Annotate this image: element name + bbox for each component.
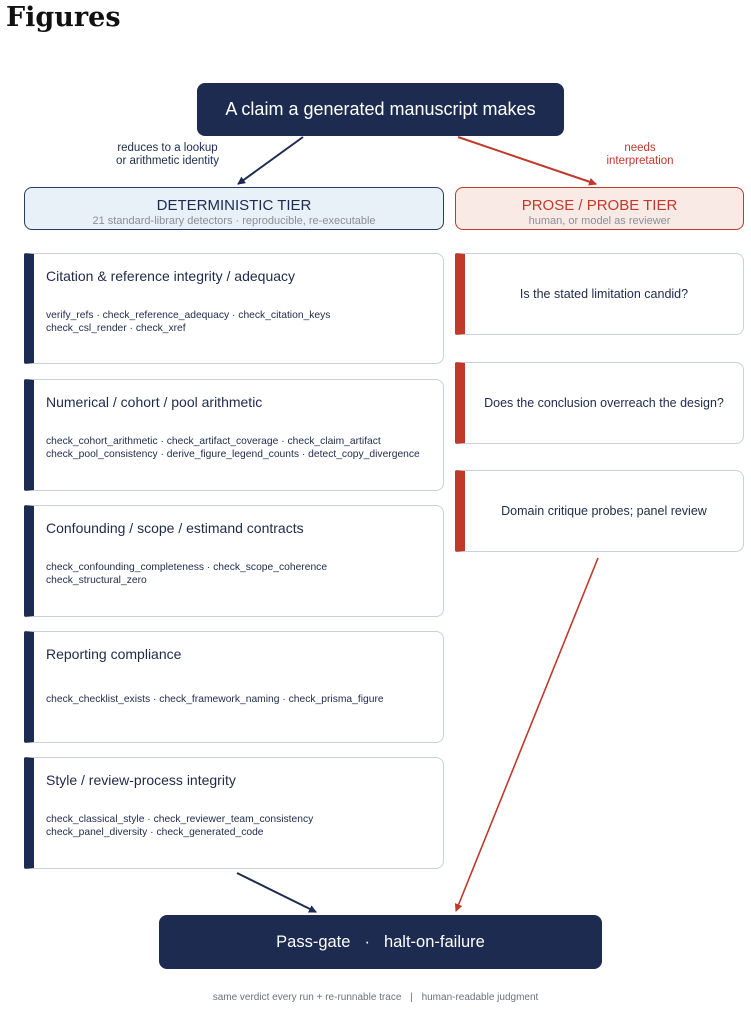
detector-group-style: Style / review-process integrity check_c… bbox=[24, 757, 444, 869]
footer-left: same verdict every run + re-runnable tra… bbox=[212, 992, 402, 1003]
claim-node-label: A claim a generated manuscript makes bbox=[225, 99, 536, 119]
detector-group-title: Citation & reference integrity / adequac… bbox=[46, 268, 296, 284]
detector-group-checks: verify_refs · check_reference_adequacy ·… bbox=[46, 310, 330, 335]
detector-group-numerical: Numerical / cohort / pool arithmetic che… bbox=[24, 379, 444, 491]
checks-line: check_confounding_completeness · check_s… bbox=[46, 562, 328, 573]
footer-caption: same verdict every run + re-runnable tra… bbox=[0, 992, 751, 1003]
checks-line: check_checklist_exists · check_framework… bbox=[46, 694, 384, 705]
detector-group-title: Numerical / cohort / pool arithmetic bbox=[46, 394, 263, 410]
detector-group-checks: check_checklist_exists · check_framework… bbox=[46, 694, 384, 707]
gate-label-left: Pass-gate bbox=[276, 932, 351, 951]
prose-tier-subtitle: human, or model as reviewer bbox=[528, 215, 671, 227]
edge-label-prose: needs interpretation bbox=[580, 142, 700, 168]
detector-group-title: Confounding / scope / estimand contracts bbox=[46, 520, 304, 536]
prose-tier-title: PROSE / PROBE TIER bbox=[521, 197, 678, 214]
probe-overreach: Does the conclusion overreach the design… bbox=[455, 362, 744, 444]
detector-group-checks: check_cohort_arithmetic · check_artifact… bbox=[46, 436, 420, 461]
detector-group-citation: Citation & reference integrity / adequac… bbox=[24, 253, 444, 364]
footer-right: human-readable judgment bbox=[421, 992, 539, 1003]
arrow-claim-to-prose bbox=[457, 136, 597, 186]
pass-gate-node: Pass-gate · halt-on-failure bbox=[159, 915, 602, 969]
gate-separator: · bbox=[364, 932, 370, 951]
checks-line: check_cohort_arithmetic · check_artifact… bbox=[46, 436, 381, 447]
claim-node: A claim a generated manuscript makes bbox=[197, 83, 564, 136]
edge-label-left-line1: reduces to a lookup bbox=[117, 142, 218, 154]
arrow-probes-to-gate bbox=[454, 557, 599, 912]
deterministic-tier-subtitle: 21 standard-library detectors · reproduc… bbox=[92, 215, 376, 227]
edge-label-right-line1: needs bbox=[624, 142, 656, 154]
footer-separator: | bbox=[410, 992, 413, 1003]
probe-domain-critique: Domain critique probes; panel review bbox=[455, 470, 744, 552]
probe-label: Is the stated limitation candid? bbox=[519, 287, 689, 301]
edge-label-deterministic: reduces to a lookup or arithmetic identi… bbox=[100, 142, 235, 168]
deterministic-tier-header: DETERMINISTIC TIER 21 standard-library d… bbox=[24, 187, 444, 230]
probe-limitation: Is the stated limitation candid? bbox=[455, 253, 744, 335]
detector-group-title: Style / review-process integrity bbox=[46, 772, 236, 788]
arrow-detectors-to-gate bbox=[236, 872, 317, 913]
checks-line: verify_refs · check_reference_adequacy ·… bbox=[46, 310, 331, 321]
page-heading: Figures bbox=[6, 2, 121, 33]
checks-line: check_structural_zero bbox=[46, 574, 147, 586]
gate-label-right: halt-on-failure bbox=[383, 932, 485, 951]
detector-group-confounding: Confounding / scope / estimand contracts… bbox=[24, 505, 444, 617]
detector-group-title: Reporting compliance bbox=[46, 646, 182, 662]
probe-label: Does the conclusion overreach the design… bbox=[484, 396, 724, 410]
checks-line: check_classical_style · check_reviewer_t… bbox=[46, 814, 314, 825]
checks-line: check_csl_render · check_xref bbox=[46, 322, 186, 334]
prose-tier-header: PROSE / PROBE TIER human, or model as re… bbox=[455, 187, 744, 230]
arrow-claim-to-deterministic bbox=[237, 136, 304, 185]
detector-group-checks: check_confounding_completeness · check_s… bbox=[46, 562, 327, 587]
deterministic-tier-title: DETERMINISTIC TIER bbox=[156, 197, 312, 214]
checks-line: check_pool_consistency · derive_figure_l… bbox=[46, 448, 420, 460]
detector-group-reporting: Reporting compliance check_checklist_exi… bbox=[24, 631, 444, 743]
checks-line: check_panel_diversity · check_generated_… bbox=[46, 826, 264, 838]
edge-label-right-line2: interpretation bbox=[606, 155, 674, 167]
edge-label-left-line2: or arithmetic identity bbox=[116, 155, 219, 167]
detector-group-checks: check_classical_style · check_reviewer_t… bbox=[46, 814, 313, 839]
probe-label: Domain critique probes; panel review bbox=[501, 504, 707, 518]
